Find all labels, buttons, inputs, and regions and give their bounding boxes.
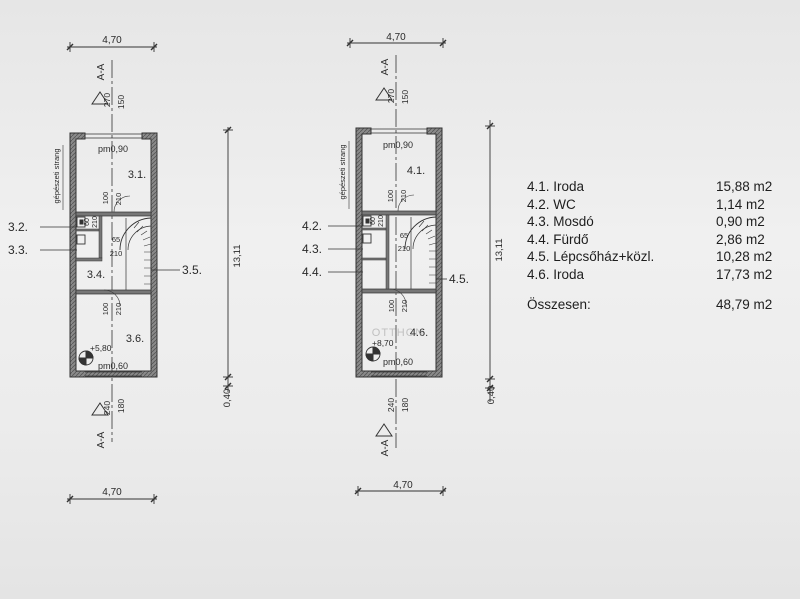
room-area: 1,14 m2	[716, 196, 765, 212]
dim-width-bottom: 4,70	[102, 487, 122, 498]
riser-label: gépészeti strang	[52, 148, 61, 203]
dim-gap: 0,40	[222, 389, 233, 408]
section-width-top: 150	[116, 95, 126, 109]
plan-right: 4,70 4,70 13,11 0,40 A-A 270 150 A-A 240…	[302, 32, 505, 496]
door-label: 60	[370, 217, 377, 225]
room-label: 3.6.	[126, 333, 144, 345]
dim-width-top: 4,70	[102, 35, 122, 46]
callout-label: 4.2.	[302, 219, 322, 233]
door-label: 100	[386, 190, 395, 203]
window-sill-bottom: pm0,60	[383, 357, 413, 367]
area-row: 4.5. Lépcsőház+közl. 10,28 m2	[527, 249, 797, 267]
section-width-bottom: 180	[400, 398, 410, 412]
area-row: 4.3. Mosdó 0,90 m2	[527, 214, 797, 232]
callout-label: 4.3.	[302, 242, 322, 256]
door-label: 65	[400, 231, 408, 240]
room-name: 4.6. Iroda	[527, 266, 585, 282]
riser-label: gépészeti strang	[338, 144, 347, 199]
room-area: 2,86 m2	[716, 231, 765, 247]
section-label-bottom: A-A	[380, 439, 391, 456]
room-label: 3.1.	[128, 169, 146, 181]
section-height-top: 270	[386, 89, 396, 103]
window-sill-top: pm0,90	[383, 140, 413, 150]
callout-label: 3.2.	[8, 220, 28, 234]
door-label: 210	[110, 249, 123, 258]
section-width-top: 150	[400, 90, 410, 104]
door-label: 210	[400, 300, 409, 313]
area-row: 4.4. Fürdő 2,86 m2	[527, 232, 797, 250]
door-label: 100	[101, 303, 110, 316]
dim-width-bottom: 4,70	[393, 480, 413, 491]
area-table: 4.1. Iroda 15,88 m2 4.2. WC 1,14 m2 4.3. M…	[527, 179, 797, 314]
room-name: 4.2. WC	[527, 196, 576, 212]
room-area: 15,88 m2	[716, 179, 773, 194]
level-label: +8,70	[372, 338, 394, 348]
room-label: 4.6.	[410, 327, 428, 339]
callout-label: 3.5.	[182, 263, 202, 277]
room-name: 4.3. Mosdó	[527, 214, 594, 230]
callout-label: 3.3.	[8, 243, 28, 257]
section-height-bottom: 240	[102, 401, 112, 415]
area-row: 4.6. Iroda 17,73 m2	[527, 267, 797, 285]
door-label: 210	[114, 303, 123, 316]
door-label: 100	[387, 300, 396, 313]
door-label: 100	[101, 192, 110, 205]
door-label: 65	[112, 235, 120, 244]
section-width-bottom: 180	[116, 399, 126, 413]
room-label: 4.1.	[407, 165, 425, 177]
dim-height: 13,11	[494, 238, 505, 261]
room-area: 17,73 m2	[716, 266, 773, 282]
section-height-top: 270	[102, 93, 112, 107]
plan-left: 4,70 4,70 13,11 0,40 A-A 270 150 A-A 240…	[8, 35, 243, 504]
section-label-top: A-A	[96, 63, 107, 80]
window-sill-top: pm0,90	[98, 144, 128, 154]
area-row: 4.2. WC 1,14 m2	[527, 197, 797, 215]
door-label: 210	[399, 190, 408, 203]
section-label-top: A-A	[380, 58, 391, 75]
room-name: 4.5. Lépcsőház+közl.	[527, 249, 655, 265]
door-label: 60	[84, 218, 91, 226]
room-label: 3.4.	[87, 269, 105, 281]
room-area: 0,90 m2	[716, 214, 765, 230]
door-label: 210	[114, 193, 123, 206]
room-name: 4.1. Iroda	[527, 179, 585, 194]
total-row: Összesen: 48,79 m2	[527, 297, 797, 315]
dim-gap: 0,40	[486, 386, 497, 405]
watermark: OTTHON	[372, 327, 424, 339]
area-row: 4.1. Iroda 15,88 m2	[527, 179, 797, 197]
dim-height: 13,11	[232, 244, 243, 267]
callout-label: 4.4.	[302, 265, 322, 279]
window-sill-bottom: pm0,60	[98, 361, 128, 371]
section-height-bottom: 240	[386, 398, 396, 412]
level-label: +5,80	[90, 343, 112, 353]
door-label: 210	[92, 216, 99, 228]
door-label: 210	[398, 244, 411, 253]
dim-width-top: 4,70	[386, 32, 406, 43]
callout-label: 4.5.	[449, 272, 469, 286]
room-name: 4.4. Fürdő	[527, 231, 589, 247]
door-label: 210	[378, 215, 385, 227]
total-area: 48,79 m2	[716, 296, 773, 312]
section-label-bottom: A-A	[96, 431, 107, 448]
room-area: 10,28 m2	[716, 249, 773, 265]
total-label: Összesen:	[527, 296, 591, 312]
